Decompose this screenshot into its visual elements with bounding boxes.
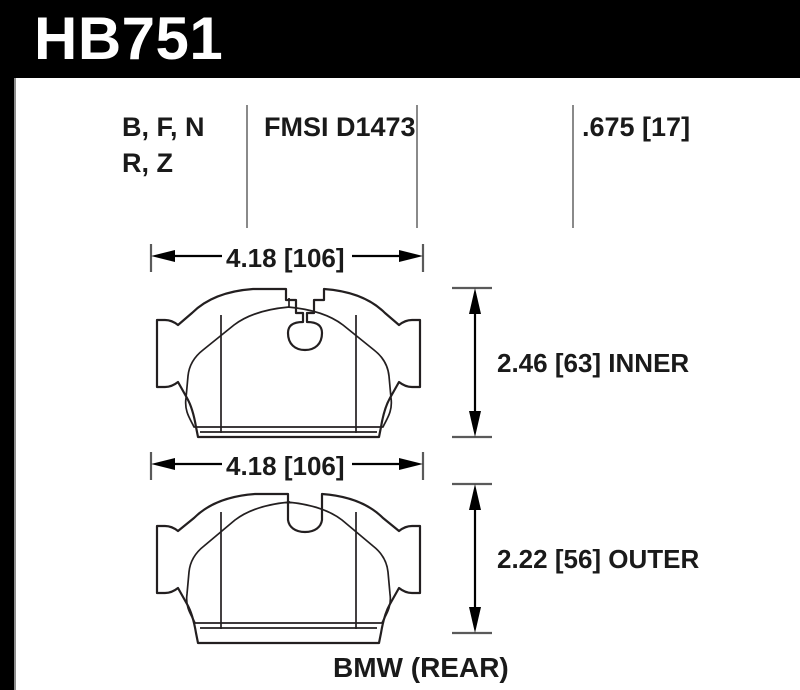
inner-height-dimension-line [452, 286, 492, 439]
outer-brake-pad-outline [155, 492, 422, 645]
left-border-rail-edge [14, 78, 16, 690]
spec-divider-right [572, 105, 574, 228]
spec-divider-left [246, 105, 248, 228]
left-border-rail [0, 78, 14, 690]
fmsi-number: FMSI D1473 [264, 112, 416, 142]
outer-pad-width-label: 4.18 [106] [226, 451, 345, 481]
vehicle-application-caption: BMW (REAR) [333, 652, 509, 683]
inner-pad-height-label: 2.46 [63] INNER [497, 348, 690, 378]
outer-pad-height-label: 2.22 [56] OUTER [497, 544, 700, 574]
compound-codes-line-1: B, F, N [122, 112, 205, 142]
spec-divider-middle [416, 105, 418, 228]
page-title-part-number: HB751 [34, 5, 224, 72]
pad-thickness: .675 [17] [582, 112, 691, 142]
inner-pad-width-label: 4.18 [106] [226, 243, 345, 273]
header-band [0, 0, 800, 78]
inner-brake-pad-outline [155, 287, 422, 439]
compound-codes-line-2: R, Z [122, 148, 173, 178]
outer-height-dimension-line [452, 482, 492, 635]
